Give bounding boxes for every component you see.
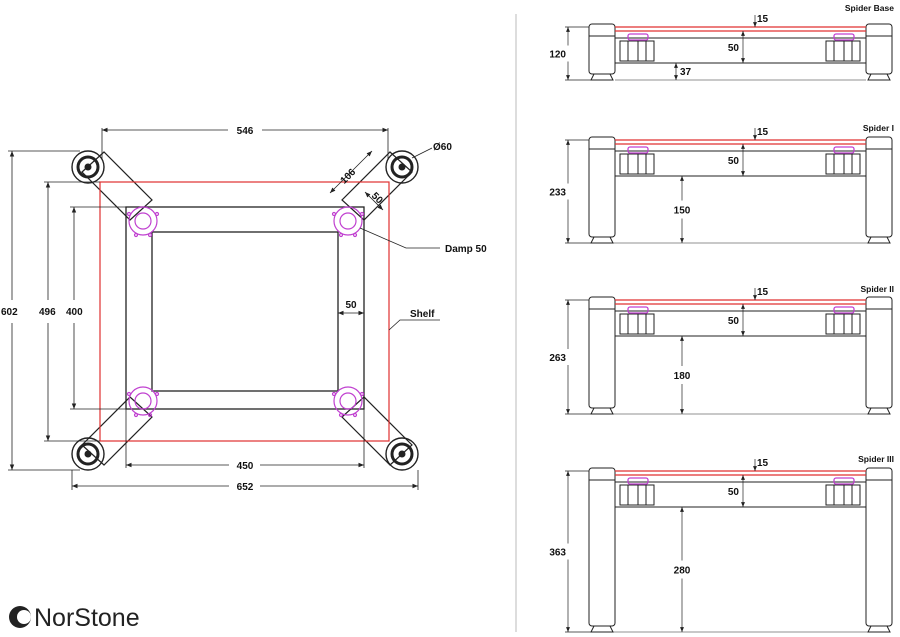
dim-clearance: 180 [674, 371, 691, 382]
damper-right [833, 146, 855, 154]
damper-bottom-right [331, 386, 365, 418]
dim-total-height: 233 [549, 188, 566, 199]
side-view-title: Spider II [860, 284, 894, 294]
dim-arm-length: 106 [339, 167, 359, 187]
shelf-outline [99, 181, 390, 442]
dim-height-mid: 496 [39, 307, 56, 318]
dim-width-inner: 450 [237, 461, 254, 472]
dim-clearance: 37 [680, 67, 692, 78]
leg-left [588, 467, 616, 627]
top-view: 546 450 652 602 496 400 50 106 50 Ø60 Da… [1, 126, 487, 493]
damper-top-right [331, 206, 365, 238]
frame-side [614, 37, 867, 64]
foot-bottom-left [71, 437, 105, 471]
damper-right [833, 306, 855, 314]
leg-left [588, 296, 616, 409]
spider-arms [81, 151, 413, 466]
foot-right [867, 407, 891, 415]
brand-name: NorStone [34, 604, 140, 632]
frame-outer [125, 206, 365, 410]
foot-right [867, 73, 891, 81]
leg-right [865, 136, 893, 238]
dim-shelf-top: 15 [757, 14, 769, 25]
dim-total-height: 363 [549, 548, 566, 559]
bracket-left [619, 313, 655, 335]
bracket-right [825, 153, 861, 175]
leg-right [865, 296, 893, 409]
leg-right [865, 23, 893, 75]
side-view-1 [565, 15, 893, 81]
dim-frame-width: 50 [345, 300, 357, 311]
foot-right [867, 625, 891, 633]
callout-shelf: Shelf [410, 309, 435, 320]
bracket-right [825, 484, 861, 506]
dim-height-inner: 400 [66, 307, 83, 318]
side-view-4 [565, 459, 893, 633]
dim-width-outer: 652 [237, 482, 254, 493]
leg-left [588, 136, 616, 238]
bracket-right [825, 313, 861, 335]
foot-left [590, 625, 614, 633]
bracket-left [619, 484, 655, 506]
damper-left [627, 146, 649, 154]
damper-left [627, 33, 649, 41]
frame-side [614, 150, 867, 177]
bracket-right [825, 40, 861, 62]
frame-inner [151, 231, 339, 392]
side-view-title: Spider III [858, 454, 894, 464]
damper-right [833, 33, 855, 41]
dim-shelf-top: 15 [757, 458, 769, 469]
foot-left [590, 407, 614, 415]
dim-arm-width: 50 [369, 191, 385, 207]
dim-frame-height: 50 [728, 487, 740, 498]
side-view-3 [565, 288, 893, 415]
bracket-left [619, 153, 655, 175]
dim-width-top: 546 [237, 126, 254, 137]
side-view-title: Spider I [863, 123, 894, 133]
foot-top-left [71, 150, 105, 184]
foot-bottom-right [385, 437, 419, 471]
dim-height-outer: 602 [1, 307, 18, 318]
dim-frame-height: 50 [728, 43, 740, 54]
dim-foot-diameter: Ø60 [433, 142, 452, 153]
leg-right [865, 467, 893, 627]
frame-side [614, 481, 867, 508]
dim-total-height: 120 [549, 50, 566, 61]
bracket-left [619, 40, 655, 62]
damper-left [627, 477, 649, 485]
damper-right [833, 477, 855, 485]
damper-left [627, 306, 649, 314]
damper-bottom-left [126, 386, 160, 418]
foot-left [590, 73, 614, 81]
side-view-title: Spider Base [845, 3, 894, 13]
callout-damp: Damp 50 [445, 244, 487, 255]
side-view-2 [565, 128, 893, 244]
dim-frame-height: 50 [728, 316, 740, 327]
dim-total-height: 263 [549, 353, 566, 364]
frame-side [614, 310, 867, 337]
foot-top-right [385, 150, 419, 184]
brand: NorStone [9, 604, 140, 632]
dim-shelf-top: 15 [757, 287, 769, 298]
dim-clearance: 150 [674, 206, 691, 217]
foot-left [590, 236, 614, 244]
foot-right [867, 236, 891, 244]
dim-frame-height: 50 [728, 156, 740, 167]
dim-shelf-top: 15 [757, 127, 769, 138]
dim-clearance: 280 [674, 566, 691, 577]
norstone-logo-icon [9, 606, 31, 628]
damper-top-left [126, 206, 160, 238]
leg-left [588, 23, 616, 75]
